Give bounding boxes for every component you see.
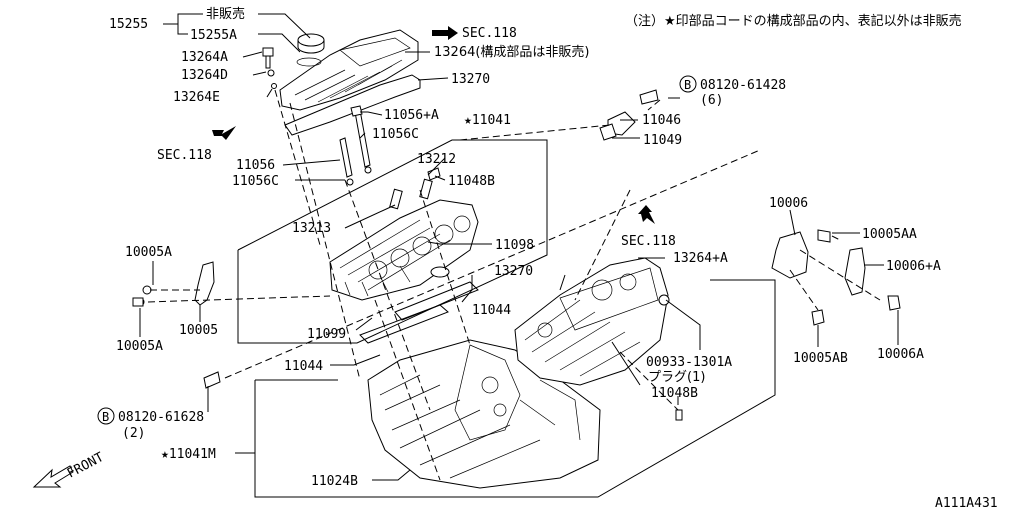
bracket-10005 bbox=[132, 261, 215, 307]
label-10005A-top: 10005A bbox=[125, 245, 172, 260]
front-label: FRONT bbox=[65, 450, 107, 482]
label-11044-low: 11044 bbox=[284, 359, 323, 374]
box-11041 bbox=[237, 139, 548, 344]
label-11056A: 11056+A bbox=[384, 108, 439, 123]
label-star-11041M: ★11041M bbox=[161, 447, 216, 462]
label-11048B-top: 11048B bbox=[448, 174, 495, 189]
head-gasket-lower bbox=[359, 304, 449, 344]
label-11056C-top: 11056C bbox=[372, 127, 419, 142]
label-bolt-08120-61628: 08120-61628 bbox=[118, 410, 204, 425]
label-13264A-right: 13264+A bbox=[673, 251, 728, 266]
label-11044-mid: 11044 bbox=[472, 303, 511, 318]
label-hihanbai: 非販売 bbox=[206, 6, 245, 22]
label-sec118-top: SEC.118 bbox=[462, 26, 517, 41]
label-sec118-left: SEC.118 bbox=[157, 148, 212, 163]
label-13264A: 13264A bbox=[181, 50, 228, 65]
front-arrow-icon bbox=[32, 465, 74, 488]
label-10006: 10006 bbox=[769, 196, 808, 211]
studs-11056 bbox=[339, 105, 372, 186]
circle-b-icon-bottom: B bbox=[97, 407, 115, 425]
label-13270-mid: 13270 bbox=[494, 264, 533, 279]
head-gasket-upper bbox=[394, 281, 479, 321]
sec-arrow-left-icon bbox=[212, 126, 236, 140]
svg-text:B: B bbox=[102, 410, 109, 424]
label-10005AA: 10005AA bbox=[862, 227, 917, 242]
circle-b-icon-top: B bbox=[679, 75, 697, 93]
label-qty-2: (2) bbox=[122, 426, 145, 441]
sec-arrow-mid-icon bbox=[638, 205, 655, 224]
svg-text:B: B bbox=[684, 78, 691, 92]
label-11046: 11046 bbox=[642, 113, 681, 128]
label-00933-1301A: 00933-1301A bbox=[646, 355, 732, 370]
label-10005: 10005 bbox=[179, 323, 218, 338]
label-11056: 11056 bbox=[236, 158, 275, 173]
label-11024B: 11024B bbox=[311, 474, 358, 489]
label-13213: 13213 bbox=[292, 221, 331, 236]
label-11049: 11049 bbox=[643, 133, 682, 148]
label-10005AB: 10005AB bbox=[793, 351, 848, 366]
part-labels: 15255 非販売 15255A 13264A 13264D 13264E SE… bbox=[109, 6, 941, 489]
label-11056C: 11056C bbox=[232, 174, 279, 189]
bracket-10006 bbox=[771, 229, 901, 326]
box-11041M bbox=[254, 279, 776, 498]
label-10006A: 10006+A bbox=[886, 259, 941, 274]
label-13264-note: 13264(構成部品は非販売) bbox=[434, 44, 590, 60]
misc-bolts bbox=[203, 89, 683, 421]
diagram-code: A111A431 bbox=[935, 496, 998, 511]
label-13212: 13212 bbox=[417, 152, 456, 167]
sec-arrow-top-icon bbox=[432, 26, 458, 40]
footnote: （注）★印部品コードの構成部品の内、表記以外は非販売 bbox=[625, 13, 962, 29]
label-11048B-bot: 11048B bbox=[651, 386, 698, 401]
label-15255A: 15255A bbox=[190, 28, 237, 43]
label-10005A-bot: 10005A bbox=[116, 339, 163, 354]
rocker-cover-top bbox=[262, 29, 419, 111]
label-13270-top: 13270 bbox=[451, 72, 490, 87]
label-bolt-08120-61428: 08120-61428 bbox=[700, 78, 786, 93]
label-star-11041: ★11041 bbox=[464, 113, 511, 128]
leader-lines bbox=[139, 13, 899, 481]
label-15255: 15255 bbox=[109, 17, 148, 32]
cylinder-head-rh bbox=[514, 257, 670, 386]
label-10006A-bot: 10006A bbox=[877, 347, 924, 362]
label-13264D: 13264D bbox=[181, 68, 228, 83]
dashed-lines bbox=[147, 89, 881, 481]
label-qty-6: (6) bbox=[700, 93, 723, 108]
cylinder-head bbox=[329, 178, 479, 301]
label-plug-qty: プラグ(1) bbox=[648, 370, 705, 385]
label-11098: 11098 bbox=[495, 238, 534, 253]
label-11099: 11099 bbox=[307, 327, 346, 342]
label-13264E: 13264E bbox=[173, 90, 220, 105]
label-sec118-mid: SEC.118 bbox=[621, 234, 676, 249]
gasket-top bbox=[284, 74, 421, 136]
